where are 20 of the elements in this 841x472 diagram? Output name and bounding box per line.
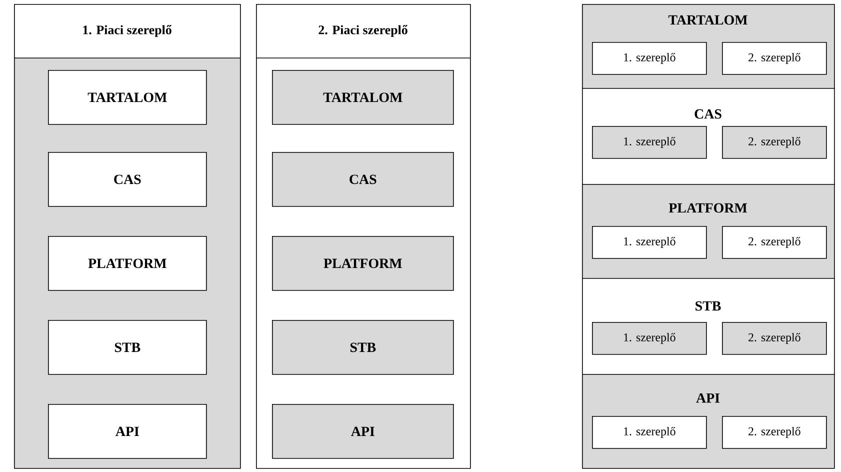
label-box: 2. szereplő bbox=[722, 322, 827, 355]
label-box: 1. szereplő bbox=[592, 416, 707, 449]
label-box: 2. szereplő bbox=[722, 416, 827, 449]
label-box: 1. szereplő bbox=[592, 126, 707, 159]
label-box: PLATFORM bbox=[48, 236, 207, 291]
label-box: CAS bbox=[272, 152, 454, 207]
label-box: TARTALOM bbox=[272, 70, 454, 125]
label-box: PLATFORM bbox=[272, 236, 454, 291]
label-box: STB bbox=[272, 320, 454, 375]
label-box: 1. szereplő bbox=[592, 322, 707, 355]
label-box: 2. szereplő bbox=[722, 126, 827, 159]
label-box: 2. szereplő bbox=[722, 226, 827, 259]
label-box: TARTALOM bbox=[48, 70, 207, 125]
label-box: 1. szereplő bbox=[592, 226, 707, 259]
label-box: CAS bbox=[48, 152, 207, 207]
label-box: API bbox=[48, 404, 207, 459]
label-box: STB bbox=[48, 320, 207, 375]
label-box: API bbox=[272, 404, 454, 459]
label-box: 1. szereplő bbox=[592, 42, 707, 75]
label-box: 2. szereplő bbox=[722, 42, 827, 75]
